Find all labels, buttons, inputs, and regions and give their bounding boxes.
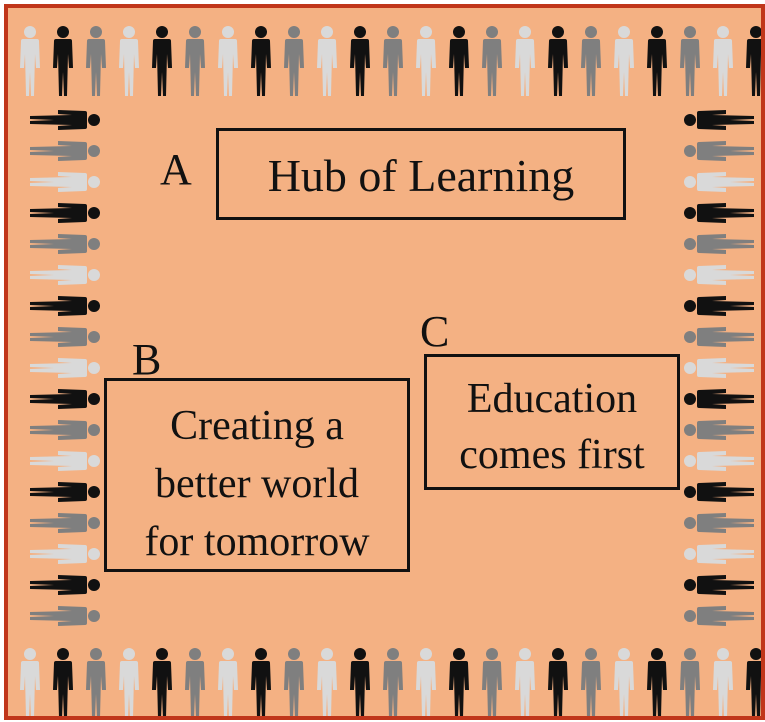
slogan-box-a: Hub of Learning bbox=[216, 128, 626, 220]
person-icon bbox=[449, 26, 469, 96]
person-icon bbox=[482, 648, 502, 716]
person-icon bbox=[581, 26, 601, 96]
person-icon bbox=[86, 648, 106, 716]
person-icon bbox=[746, 26, 761, 96]
person-icon bbox=[515, 648, 535, 716]
person-icon bbox=[684, 420, 754, 440]
person-icon bbox=[684, 203, 754, 223]
person-icon bbox=[30, 513, 100, 533]
poster-frame: A Hub of Learning B Creating a better wo… bbox=[4, 4, 765, 720]
person-icon bbox=[251, 26, 271, 96]
person-icon bbox=[548, 26, 568, 96]
person-icon bbox=[119, 648, 139, 716]
person-icon bbox=[713, 648, 733, 716]
person-icon bbox=[350, 26, 370, 96]
person-icon bbox=[30, 544, 100, 564]
person-icon bbox=[30, 327, 100, 347]
person-icon bbox=[152, 648, 172, 716]
label-c: C bbox=[420, 307, 450, 356]
person-icon bbox=[684, 296, 754, 316]
person-icon bbox=[449, 648, 469, 716]
person-icon bbox=[684, 389, 754, 409]
person-icon bbox=[647, 26, 667, 96]
person-icon bbox=[680, 648, 700, 716]
person-icon bbox=[30, 358, 100, 378]
person-icon bbox=[614, 648, 634, 716]
person-icon bbox=[30, 141, 100, 161]
person-icon bbox=[548, 648, 568, 716]
person-icon bbox=[30, 482, 100, 502]
person-icon bbox=[20, 26, 40, 96]
slogan-box-c: Education comes first bbox=[424, 354, 680, 490]
person-icon bbox=[20, 648, 40, 716]
person-icon bbox=[684, 327, 754, 347]
person-icon bbox=[218, 26, 238, 96]
person-icon bbox=[515, 26, 535, 96]
person-icon bbox=[684, 141, 754, 161]
slogan-b-line-1: Creating a bbox=[170, 403, 344, 449]
person-icon bbox=[416, 26, 436, 96]
person-icon bbox=[317, 26, 337, 96]
person-icon bbox=[684, 513, 754, 533]
slogan-a-line-1: Hub of Learning bbox=[267, 150, 575, 201]
person-icon bbox=[684, 110, 754, 130]
person-icon bbox=[684, 358, 754, 378]
person-icon bbox=[284, 648, 304, 716]
person-icon bbox=[30, 172, 100, 192]
person-icon bbox=[416, 648, 436, 716]
person-icon bbox=[30, 575, 100, 595]
person-icon bbox=[30, 296, 100, 316]
person-icon bbox=[30, 234, 100, 254]
person-icon bbox=[350, 648, 370, 716]
person-icon bbox=[30, 203, 100, 223]
person-icon bbox=[30, 110, 100, 130]
slogan-box-b: Creating a better world for tomorrow bbox=[104, 378, 410, 572]
person-icon bbox=[30, 420, 100, 440]
person-icon bbox=[647, 648, 667, 716]
person-icon bbox=[185, 26, 205, 96]
person-icon bbox=[383, 26, 403, 96]
person-icon bbox=[53, 26, 73, 96]
person-icon bbox=[152, 26, 172, 96]
person-icon bbox=[680, 26, 700, 96]
person-icon bbox=[684, 234, 754, 254]
slogan-c-line-2: comes first bbox=[459, 432, 645, 478]
slogan-b-line-2: better world bbox=[154, 461, 360, 507]
people-border bbox=[20, 26, 761, 716]
person-icon bbox=[746, 648, 761, 716]
person-icon bbox=[30, 389, 100, 409]
person-icon bbox=[30, 265, 100, 285]
person-icon bbox=[581, 648, 601, 716]
person-icon bbox=[30, 451, 100, 471]
label-b: B bbox=[132, 335, 162, 384]
person-icon bbox=[284, 26, 304, 96]
person-icon bbox=[684, 172, 754, 192]
person-icon bbox=[684, 544, 754, 564]
person-icon bbox=[383, 648, 403, 716]
person-icon bbox=[30, 606, 100, 626]
slogan-b-line-3: for tomorrow bbox=[144, 519, 370, 565]
label-a: A bbox=[160, 145, 192, 194]
person-icon bbox=[684, 451, 754, 471]
person-icon bbox=[119, 26, 139, 96]
person-icon bbox=[251, 648, 271, 716]
person-icon bbox=[684, 482, 754, 502]
person-icon bbox=[53, 648, 73, 716]
person-icon bbox=[317, 648, 337, 716]
person-icon bbox=[218, 648, 238, 716]
person-icon bbox=[684, 265, 754, 285]
person-icon bbox=[482, 26, 502, 96]
person-icon bbox=[185, 648, 205, 716]
person-icon bbox=[684, 606, 754, 626]
person-icon bbox=[684, 575, 754, 595]
person-icon bbox=[86, 26, 106, 96]
person-icon bbox=[614, 26, 634, 96]
person-icon bbox=[713, 26, 733, 96]
slogan-c-line-1: Education bbox=[466, 376, 638, 422]
